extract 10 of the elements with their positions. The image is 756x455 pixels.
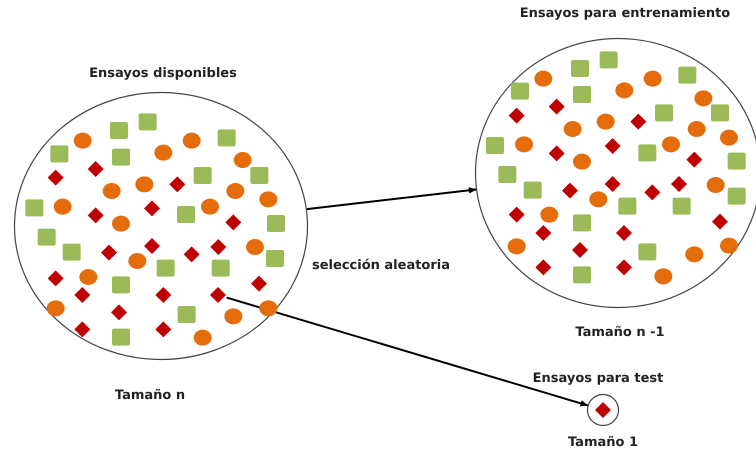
- size-label: Tamaño n: [114, 388, 186, 403]
- set-heading: Ensayos disponibles: [89, 66, 237, 81]
- arrow: [306, 187, 477, 210]
- diamond-marker: [209, 286, 227, 304]
- size-label: Tamaño 1: [568, 435, 638, 450]
- size-label: Tamaño n -1: [575, 325, 665, 340]
- note-label: selección aleatoria: [312, 258, 450, 273]
- set-heading: Ensayos para entrenamiento: [520, 6, 730, 21]
- arrow: [226, 296, 588, 406]
- set-heading: Ensayos para test: [532, 371, 664, 386]
